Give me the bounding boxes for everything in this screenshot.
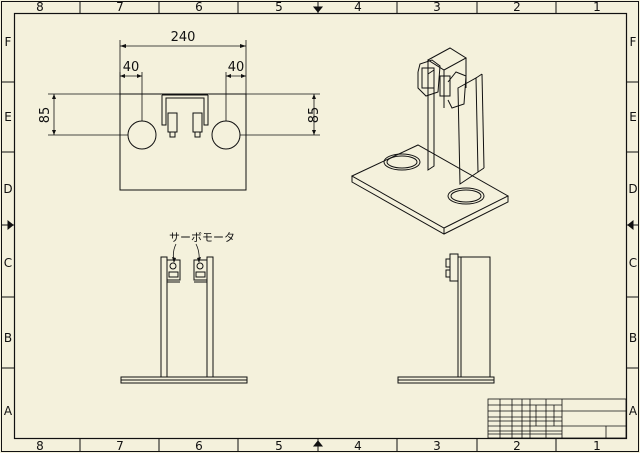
dim-left-height-label: 85: [38, 107, 53, 124]
row-label: D: [628, 182, 637, 196]
dim-left-offset-label: 40: [123, 60, 140, 75]
column-label: 8: [36, 0, 44, 14]
column-label: 6: [195, 439, 203, 453]
row-label: A: [4, 404, 13, 418]
column-label: 2: [513, 439, 521, 453]
row-label: F: [5, 35, 12, 49]
column-label: 8: [36, 439, 44, 453]
callout-arrows: [172, 257, 201, 263]
column-label: 4: [354, 439, 362, 453]
row-label: C: [4, 256, 12, 270]
row-label: A: [629, 404, 638, 418]
row-label: C: [629, 256, 637, 270]
column-label: 3: [433, 0, 441, 14]
front-view: [120, 256, 248, 384]
side-view: [397, 253, 495, 384]
title-block: [487, 398, 627, 439]
row-label: E: [4, 110, 12, 124]
dim-right-height-label: 85: [307, 107, 322, 124]
column-label: 3: [433, 439, 441, 453]
column-label: 7: [116, 0, 124, 14]
row-label: B: [4, 331, 12, 345]
column-label: 5: [275, 0, 283, 14]
isometric-view: [350, 47, 510, 235]
row-label: E: [629, 110, 637, 124]
row-ticks: [2, 81, 638, 369]
dim-right-offset-label: 40: [228, 60, 245, 75]
row-label: B: [629, 331, 637, 345]
column-label: 7: [116, 439, 124, 453]
column-label: 1: [593, 0, 601, 14]
dim-width-label: 240: [171, 30, 196, 45]
row-label: D: [3, 182, 12, 196]
top-view-dimensions: [48, 40, 320, 136]
column-label: 4: [354, 0, 362, 14]
column-label: 2: [513, 0, 521, 14]
column-label: 1: [593, 439, 601, 453]
servo-motor-callout: サーボモータ: [169, 231, 235, 244]
column-ticks: [79, 2, 557, 451]
dimension-arrows: [52, 44, 316, 135]
column-label: 6: [195, 0, 203, 14]
column-label: 5: [275, 439, 283, 453]
row-label: F: [630, 35, 637, 49]
